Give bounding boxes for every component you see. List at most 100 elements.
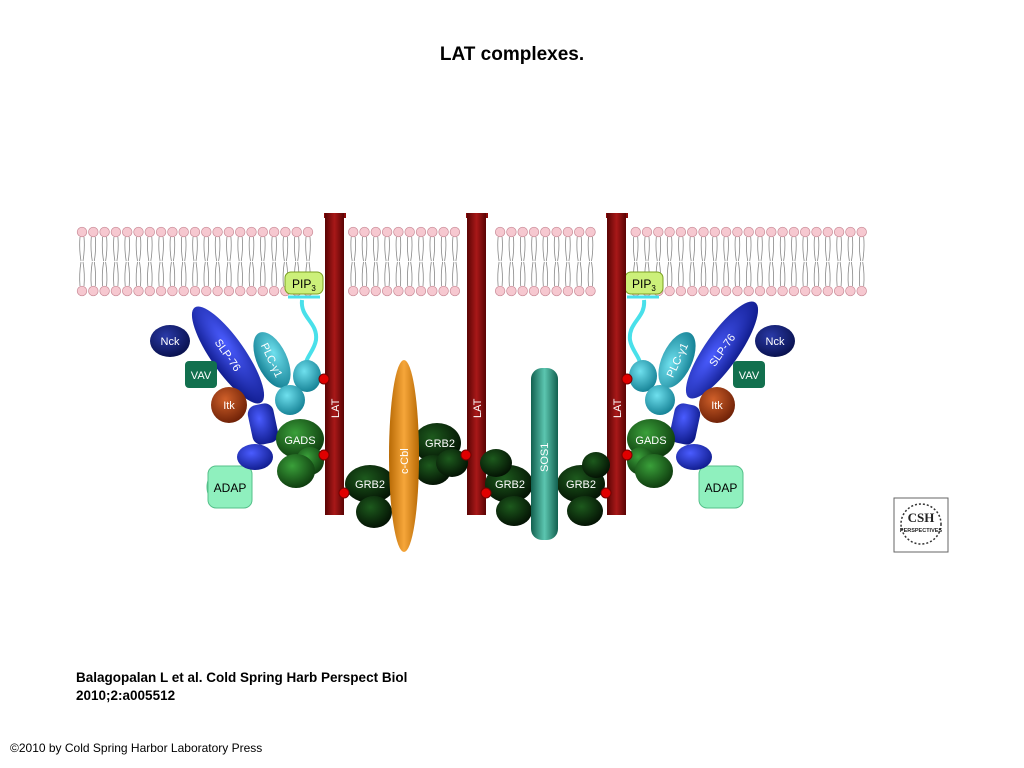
svg-text:Nck: Nck [766, 336, 785, 348]
lipid-head [494, 285, 506, 297]
pip3-label: PIP3 [292, 277, 316, 293]
lipid-head [291, 226, 302, 238]
vav-left [185, 361, 217, 388]
lipid-head [268, 285, 280, 297]
lipid-head [144, 285, 155, 297]
svg-text:GRB2: GRB2 [425, 438, 455, 450]
slide-title: LAT complexes. [439, 44, 585, 65]
lipid-head [133, 285, 144, 297]
lipid-head [811, 285, 822, 297]
lipid-head [223, 226, 235, 238]
lipid-head [427, 226, 438, 238]
lipid-head [76, 226, 88, 238]
lipid-head [777, 285, 788, 297]
lipid-head [664, 226, 675, 238]
lipid-head [155, 226, 167, 238]
lipid-head [212, 285, 223, 297]
lipid-head [246, 285, 257, 297]
left-complex: ADAP Nck SLP-76 VAV Itk PLC-γ1 GADS [150, 306, 324, 509]
grb2-complex-2: GRB2 GRB2 [480, 449, 610, 526]
lipid-head [856, 285, 867, 297]
lipid-head [381, 285, 393, 297]
lipid-head [766, 285, 777, 297]
lipid-head [585, 226, 596, 238]
lipid-head [574, 226, 585, 238]
lipid-head [122, 285, 133, 297]
lipid-head [687, 226, 698, 238]
lipid-head [732, 226, 743, 238]
svg-text:GRB2: GRB2 [355, 479, 385, 491]
lipid-head [506, 226, 517, 238]
lipid-head [743, 285, 754, 297]
lipid-head [664, 285, 675, 297]
lipid-head [381, 226, 393, 238]
svg-text:ADAP: ADAP [214, 481, 247, 495]
svg-text:CSH: CSH [908, 510, 935, 525]
lipid-head [822, 226, 833, 238]
lipid-head [223, 285, 235, 297]
sos1: SOS1 [531, 368, 558, 540]
svg-text:ADAP: ADAP [705, 481, 738, 495]
svg-text:LAT: LAT [612, 398, 624, 418]
lat-left: LAT [324, 213, 346, 515]
lipid-head [449, 285, 461, 297]
lipid-head [280, 226, 291, 238]
lipid-head [88, 226, 99, 238]
lipid-head [788, 285, 800, 297]
lipid-head [811, 226, 822, 238]
lipid-head [540, 226, 551, 238]
lat-middle: LAT [466, 213, 488, 515]
lipid-head [766, 226, 777, 238]
svg-text:VAV: VAV [191, 370, 212, 382]
lipid-head [585, 285, 596, 297]
lipid-head [178, 226, 189, 238]
lipid-head [743, 226, 754, 238]
lipid-head [551, 226, 562, 238]
lipid-head [687, 285, 698, 297]
plcg1-right: PLC-γ1 [658, 332, 696, 388]
lipid-head [257, 285, 268, 297]
lipid-head [438, 226, 449, 238]
svg-text:Nck: Nck [161, 336, 180, 348]
lipid-head [393, 226, 404, 238]
copyright-notice: ©2010 by Cold Spring Harbor Laboratory P… [10, 741, 263, 755]
lipid-head [732, 285, 743, 297]
lipid-head [427, 285, 438, 297]
svg-text:SOS1: SOS1 [539, 443, 551, 472]
grb2-complex-1: GRB2 GRB2 [345, 423, 468, 528]
lipid-head [133, 226, 144, 238]
lipid-head [99, 285, 110, 297]
lipid-head [574, 285, 585, 297]
nck-left [150, 325, 190, 357]
lipid-head [348, 226, 359, 238]
lipid-head [517, 285, 528, 297]
svg-text:LAT: LAT [472, 398, 484, 418]
lipid-head [506, 285, 517, 297]
lipid-head [528, 285, 540, 297]
lipid-head [404, 285, 415, 297]
citation: Balagopalan L et al. Cold Spring Harb Pe… [76, 669, 407, 705]
svg-text:GRB2: GRB2 [566, 479, 596, 491]
lipid-head [822, 285, 833, 297]
lipid-head [540, 285, 551, 297]
lipid-head [517, 226, 528, 238]
right-complex: ADAP Nck SLP-76 VAV Itk PLC-γ1 GADS [627, 301, 795, 509]
lipid-head [246, 226, 257, 238]
lipid-head [201, 226, 212, 238]
lipid-head [698, 285, 709, 297]
svg-text:c-Cbl: c-Cbl [399, 448, 411, 474]
phosphorylation-sites [318, 373, 633, 499]
lipid-head [415, 226, 427, 238]
lipid-head [754, 226, 766, 238]
lipid-head [856, 226, 867, 238]
lipid-head [675, 285, 687, 297]
lipid-head [777, 226, 788, 238]
lipid-head [675, 226, 687, 238]
svg-text:GRB2: GRB2 [495, 479, 525, 491]
lipid-head [178, 285, 189, 297]
lipid-head [110, 226, 122, 238]
itk-right [699, 387, 735, 423]
lipid-head [641, 226, 653, 238]
lipid-head [562, 226, 574, 238]
lipid-head [494, 226, 506, 238]
